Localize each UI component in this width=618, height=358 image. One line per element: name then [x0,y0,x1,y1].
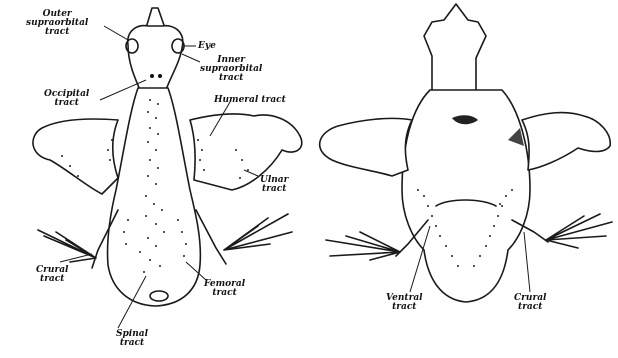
label-inner-supraorbital-tract: Inner supraorbital tract [200,56,262,83]
label-humeral-tract: Humeral tract [214,96,286,105]
ventral-view-drawing [320,4,612,302]
label-eye: Eye [198,42,216,51]
dorsal-left-toes [38,230,96,262]
label-outer-supraorbital-tract: Outer supraorbital tract [26,10,88,37]
label-femoral-tract: Femoral tract [204,280,245,298]
ventral-head [424,4,486,92]
ventral-left-toes [326,232,400,260]
label-crural-tract-dorsal: Crural tract [36,266,68,284]
label-ulnar-tract: Ulnar tract [260,176,288,194]
dorsal-left-wing [33,119,118,194]
ventral-right-wing [522,113,610,170]
label-ventral-tract: Ventral tract [386,294,423,312]
label-occipital-tract: Occipital tract [44,90,89,108]
label-crural-tract-ventral: Crural tract [514,294,546,312]
dorsal-body [107,88,200,306]
dorsal-right-toes [224,214,292,250]
dorsal-beak [146,8,165,28]
dorsal-head [128,26,183,90]
ventral-left-wing [320,118,412,176]
dorsal-view-drawing [33,8,302,306]
label-spinal-tract: Spinal tract [116,330,148,348]
ventral-right-toes [546,214,612,248]
